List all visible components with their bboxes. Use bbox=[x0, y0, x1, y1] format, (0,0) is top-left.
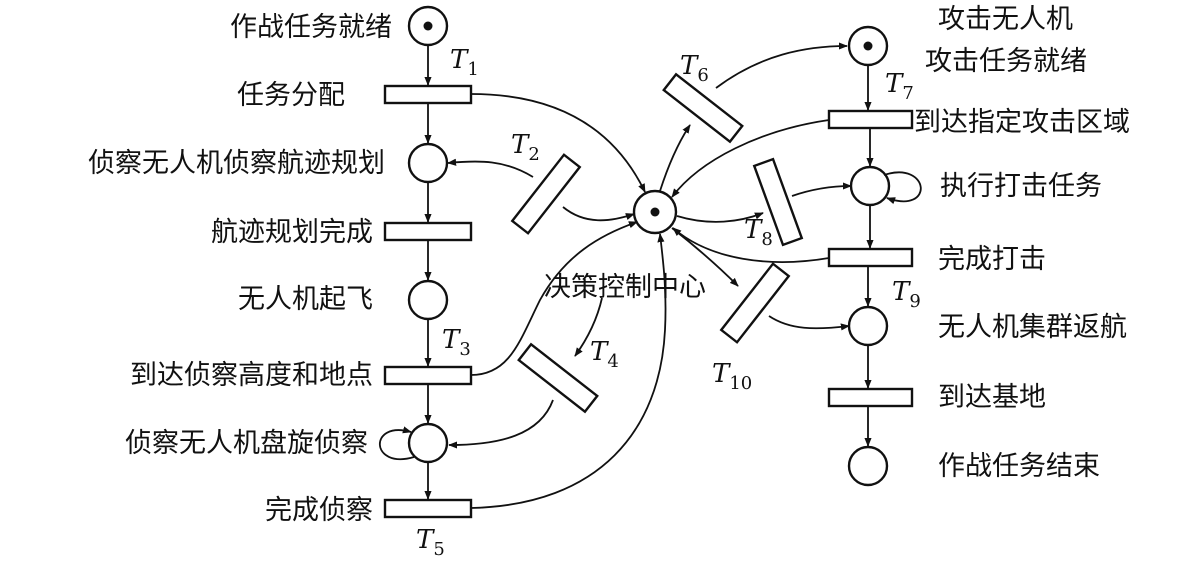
transition-t3 bbox=[383, 365, 473, 386]
arc bbox=[671, 227, 739, 287]
token bbox=[650, 207, 660, 217]
transition-arrive-base bbox=[827, 387, 914, 408]
label-decision-control-center: 决策控制中心 bbox=[544, 272, 706, 303]
label-arrive-base: 到达基地 bbox=[938, 382, 1046, 413]
transition-t8 bbox=[752, 157, 804, 247]
label-recon-complete: 完成侦察 bbox=[265, 495, 373, 526]
decision-center: 决策控制中心 bbox=[544, 189, 706, 303]
right-column: 攻击无人机 攻击任务就绪 到达指定攻击区域 执行打击任务 完成打击 无人机集群返… bbox=[827, 4, 1130, 487]
arc bbox=[671, 119, 830, 198]
label-route-planning-done: 航迹规划完成 bbox=[211, 217, 373, 248]
label-task-allocation: 任务分配 bbox=[237, 80, 345, 111]
transition-id-t6: T6 bbox=[680, 51, 709, 86]
label-strike-complete: 完成打击 bbox=[938, 244, 1046, 275]
transition-id-t9: T9 bbox=[892, 277, 921, 312]
cross-arcs bbox=[447, 42, 852, 509]
label-recon-route-planning: 侦察无人机侦察航迹规划 bbox=[88, 148, 385, 179]
self-loop-arc bbox=[378, 426, 415, 460]
place-executing-strike bbox=[849, 165, 891, 207]
transition-t7 bbox=[827, 109, 914, 130]
transition-t4 bbox=[517, 342, 599, 414]
token bbox=[863, 41, 873, 51]
transition-id-t4: T4 bbox=[590, 337, 619, 372]
label-uav-swarm-return: 无人机集群返航 bbox=[938, 312, 1127, 343]
arc bbox=[448, 399, 554, 449]
transition-id-t1: T1 bbox=[450, 45, 479, 80]
label-mission-end: 作战任务结束 bbox=[938, 451, 1100, 482]
transition-t2 bbox=[510, 153, 582, 235]
arc bbox=[470, 221, 638, 376]
transition-t5 bbox=[383, 498, 473, 519]
arc bbox=[659, 124, 691, 192]
left-column: 作战任务就绪 任务分配 侦察无人机侦察航迹规划 航迹规划完成 无人机起飞 到达侦… bbox=[88, 5, 473, 526]
transition-ids: T1 T2 T3 T4 T5 T6 T7 T8 T9 T10 bbox=[416, 45, 921, 560]
place-recon-hovering bbox=[407, 422, 449, 464]
transition-strike-done bbox=[827, 247, 914, 268]
transition-t10 bbox=[719, 262, 791, 344]
label-arrive-attack-area: 到达指定攻击区域 bbox=[914, 107, 1130, 138]
label-attack-uav: 攻击无人机 bbox=[938, 4, 1073, 35]
place-mission-end bbox=[847, 445, 889, 487]
arc bbox=[470, 93, 646, 193]
arc bbox=[676, 212, 764, 223]
transition-id-t2: T2 bbox=[511, 130, 540, 165]
transition-id-t5: T5 bbox=[416, 525, 445, 560]
arc bbox=[715, 42, 848, 89]
label-uav-takeoff: 无人机起飞 bbox=[238, 284, 373, 315]
label-mission-ready: 作战任务就绪 bbox=[230, 12, 392, 43]
arc bbox=[791, 182, 852, 197]
label-attack-task-ready: 攻击任务就绪 bbox=[925, 46, 1087, 77]
transition-id-t8: T8 bbox=[744, 215, 773, 250]
transition-t1 bbox=[383, 84, 473, 105]
transition-id-t10: T10 bbox=[712, 359, 752, 394]
arc bbox=[470, 233, 667, 509]
arc bbox=[768, 315, 850, 331]
transition-id-t3: T3 bbox=[442, 325, 471, 360]
place-recon-route-planning bbox=[407, 142, 449, 184]
transition-route-done bbox=[383, 221, 473, 242]
transition-t6 bbox=[662, 72, 744, 144]
transition-id-t7: T7 bbox=[885, 69, 914, 104]
label-recon-hovering: 侦察无人机盘旋侦察 bbox=[125, 428, 368, 459]
self-loop-arc bbox=[883, 171, 922, 205]
arc bbox=[447, 158, 534, 178]
label-executing-strike: 执行打击任务 bbox=[940, 171, 1102, 202]
arc bbox=[562, 206, 635, 222]
arc bbox=[672, 227, 830, 263]
place-uav-takeoff bbox=[407, 279, 449, 321]
arc bbox=[574, 297, 603, 357]
label-arrive-recon-site: 到达侦察高度和地点 bbox=[130, 360, 373, 391]
place-uav-swarm-return bbox=[847, 305, 889, 347]
token bbox=[423, 21, 433, 31]
